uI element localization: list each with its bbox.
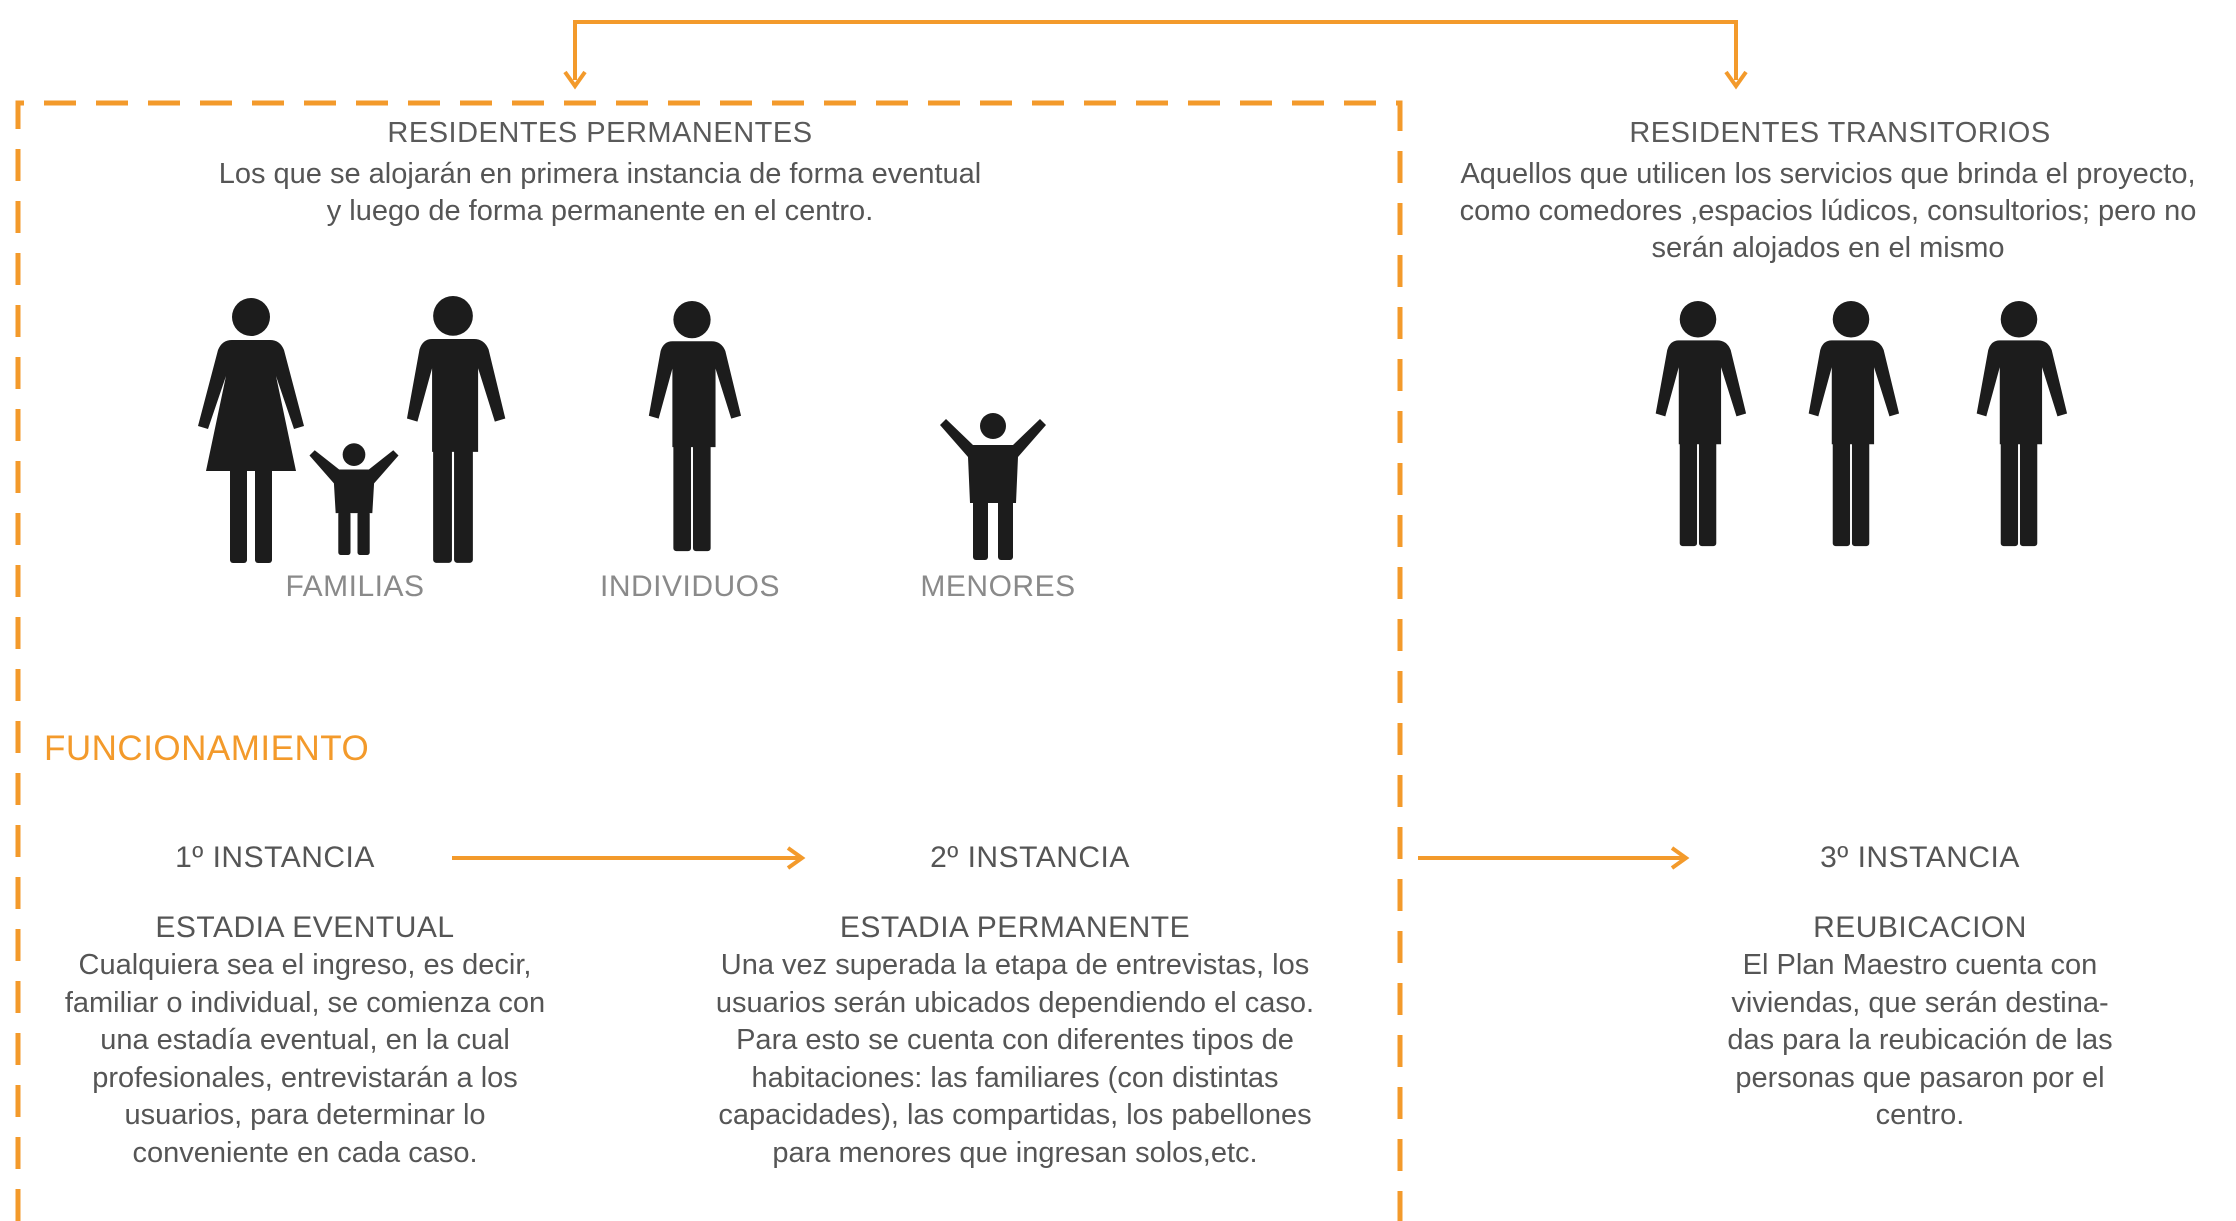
woman-icon bbox=[198, 298, 304, 563]
transient-desc-line1: Aquellos que utilicen los servicios que … bbox=[1460, 158, 2196, 190]
transient-figures bbox=[1655, 300, 2068, 547]
stage2-instance: 2º INSTANCIA bbox=[930, 841, 1130, 874]
permanent-desc-line1: Los que se alojarán en primera instancia… bbox=[218, 158, 982, 190]
stage2-title: ESTADIA PERMANENTE bbox=[839, 911, 1191, 944]
child-icon bbox=[309, 443, 399, 555]
transient-title: RESIDENTES TRANSITORIOS bbox=[1629, 117, 2051, 149]
transient-desc-line3: serán alojados en el mismo bbox=[1651, 232, 2005, 264]
person-icon bbox=[1808, 300, 1900, 547]
stage3-title: REUBICACION bbox=[1813, 911, 2027, 944]
person-icon bbox=[1655, 300, 1747, 547]
top-connector bbox=[573, 20, 1738, 80]
man-icon bbox=[406, 296, 506, 563]
arrow-stage2-to-stage3-head bbox=[1670, 846, 1690, 870]
stage1-text: Cualquiera sea el ingreso, es decir, fam… bbox=[64, 949, 546, 1169]
minors-label: MENORES bbox=[920, 570, 1076, 603]
person-icon bbox=[1976, 300, 2068, 547]
stage1-title: ESTADIA EVENTUAL bbox=[155, 911, 455, 944]
individuals-label: INDIVIDUOS bbox=[599, 570, 781, 603]
arrow-stage1-to-stage2-head bbox=[786, 846, 806, 870]
families-label: FAMILIAS bbox=[285, 570, 425, 603]
permanent-title: RESIDENTES PERMANENTES bbox=[387, 117, 813, 149]
stage3-text: El Plan Maestro cuenta con viviendas, qu… bbox=[1727, 949, 2113, 1131]
arrow-to-permanent bbox=[563, 70, 587, 90]
stage3-instance: 3º INSTANCIA bbox=[1820, 841, 2020, 874]
families-figures bbox=[198, 296, 506, 563]
minor-child-icon bbox=[940, 413, 1046, 560]
stage2-text: Una vez superada la etapa de entrevistas… bbox=[715, 949, 1315, 1169]
arrow-to-transient bbox=[1724, 70, 1748, 90]
section-title: FUNCIONAMIENTO bbox=[44, 729, 370, 768]
individual-person-icon bbox=[648, 300, 742, 552]
transient-desc-line2: como comedores ,espacios lúdicos, consul… bbox=[1459, 195, 2197, 227]
stage1-instance: 1º INSTANCIA bbox=[175, 841, 375, 874]
permanent-desc-line2: y luego de forma permanente en el centro… bbox=[326, 195, 874, 227]
